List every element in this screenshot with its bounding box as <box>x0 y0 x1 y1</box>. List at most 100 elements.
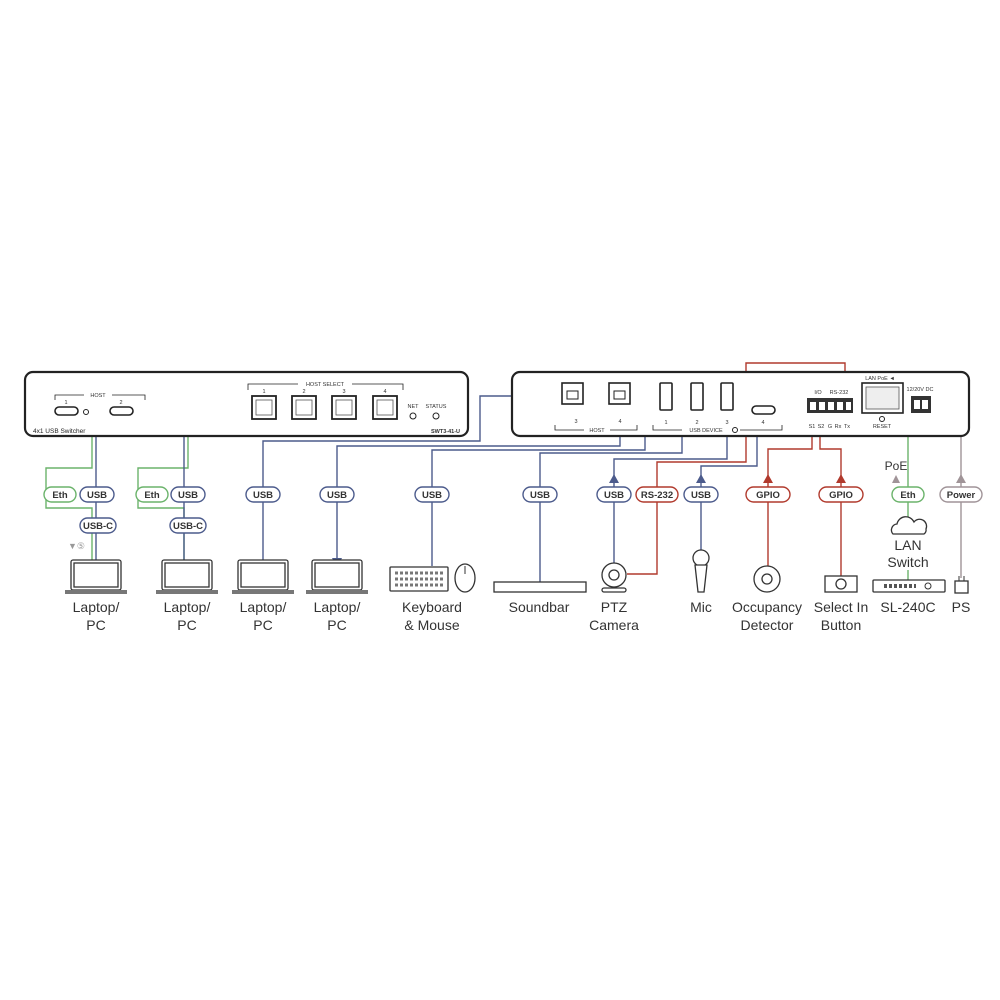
device-label: PC <box>177 617 196 633</box>
host-label: HOST <box>589 428 605 434</box>
badge-usb-3: USB <box>245 486 281 503</box>
port-label: 2 <box>119 400 122 406</box>
rear-panel: 3 4 HOST 1 2 3 4 USB DEVICE I/O RS-232 S… <box>510 370 971 438</box>
usb-b-host-port-4 <box>608 382 631 405</box>
lan-poe-label: LAN PoE ◄ <box>865 376 895 382</box>
button-label: 1 <box>262 389 265 395</box>
io-label: I/O <box>814 390 822 396</box>
power-icon <box>732 427 738 433</box>
svg-text:USB: USB <box>253 490 273 501</box>
button-label: 3 <box>342 389 345 395</box>
usb-a-device-port-2 <box>690 382 704 411</box>
laptop-icon <box>306 559 368 594</box>
device-label: PTZ <box>601 599 628 615</box>
device-label: Detector <box>741 617 794 633</box>
svg-text:Eth: Eth <box>52 490 68 501</box>
svg-text:USB: USB <box>422 490 442 501</box>
device-label: Occupancy <box>732 599 802 615</box>
status-led <box>432 412 440 420</box>
badge-usb-soundbar: USB <box>522 486 558 503</box>
poe-arrow-icon <box>892 475 900 483</box>
gpio-line-occupancy <box>767 428 813 570</box>
host-select-button-4[interactable] <box>372 395 398 420</box>
svg-text:RS-232: RS-232 <box>641 490 673 501</box>
laptop-icon <box>65 559 127 594</box>
power-delivery-icon: ▼⑤ <box>68 541 85 551</box>
svg-text:GPIO: GPIO <box>756 490 780 501</box>
network-switch-icon <box>872 579 946 593</box>
laptop-icon <box>232 559 294 594</box>
microphone-icon <box>692 549 710 593</box>
device-label: Laptop/ <box>164 599 211 615</box>
usb-c-port-1 <box>54 406 79 416</box>
badge-usbc-2: USB-C <box>169 517 207 534</box>
device-label: & Mouse <box>404 617 459 633</box>
pin-label: Rx <box>835 424 842 430</box>
device-label: Laptop/ <box>240 599 287 615</box>
arrow-up-icon <box>836 474 846 483</box>
badge-usb-mic: USB <box>683 486 719 503</box>
host-select-button-2[interactable] <box>291 395 317 420</box>
badge-gpio-2: GPIO <box>818 486 864 503</box>
rs232-line <box>627 362 846 575</box>
host-select-button-3[interactable] <box>331 395 357 420</box>
badge-power: Power <box>939 486 983 503</box>
reset-button[interactable] <box>879 416 885 422</box>
mouse-icon <box>454 563 476 593</box>
status-label: STATUS <box>426 404 447 410</box>
arrow-up-icon <box>956 474 966 483</box>
badge-usb-keyboard: USB <box>414 486 450 503</box>
svg-text:Eth: Eth <box>144 490 160 501</box>
button-label: 2 <box>302 389 305 395</box>
model-label: SWT3-41-U <box>431 429 460 435</box>
power-icon <box>83 409 89 415</box>
device-label: Soundbar <box>509 599 570 615</box>
port-label: 4 <box>618 419 621 425</box>
port-label: 3 <box>574 419 577 425</box>
usb-b-host-port-3 <box>561 382 584 405</box>
usb-c-port-2 <box>109 406 134 416</box>
device-label: PS <box>952 599 971 615</box>
usb-device-label: USB DEVICE <box>689 428 723 434</box>
device-label: Laptop/ <box>314 599 361 615</box>
pin-label: G <box>828 424 832 430</box>
device-label: Select In <box>814 599 868 615</box>
pin-label: S1 <box>809 424 816 430</box>
arrow-up-icon <box>696 474 706 483</box>
usb-a-device-port-1 <box>659 382 673 411</box>
badge-usb-4: USB <box>319 486 355 503</box>
occupancy-sensor-icon <box>753 565 781 593</box>
badge-eth-lan: Eth <box>891 486 925 503</box>
device-label: PC <box>327 617 346 633</box>
pin-label: S2 <box>818 424 825 430</box>
pin-label: Tx <box>844 424 850 430</box>
svg-text:Power: Power <box>947 490 976 501</box>
arrow-up-icon <box>763 474 773 483</box>
svg-text:USB: USB <box>530 490 550 501</box>
usb-line-mic <box>700 413 758 552</box>
svg-text:USB: USB <box>327 490 347 501</box>
device-icons: LAN Switch <box>65 516 969 594</box>
badge-usb-2: USB <box>170 486 206 503</box>
svg-text:GPIO: GPIO <box>829 490 853 501</box>
power-input-label: 12/20V DC <box>907 387 934 393</box>
button-label: 4 <box>383 389 386 395</box>
device-label: Mic <box>690 599 712 615</box>
port-label: 4 <box>761 420 764 426</box>
host-select-label: HOST SELECT <box>306 382 345 388</box>
svg-text:USB-C: USB-C <box>173 521 203 532</box>
device-label: Laptop/ <box>73 599 120 615</box>
host-select-buttons: 1 2 3 4 <box>251 389 398 420</box>
arrow-up-icon <box>609 474 619 483</box>
device-label: SL-240C <box>880 599 935 615</box>
lan-label: LAN <box>894 537 921 553</box>
host-select-button-1[interactable] <box>251 395 277 420</box>
badge-rs232: RS-232 <box>635 486 679 503</box>
soundbar-icon <box>493 581 587 593</box>
front-panel: HOST 1 2 4x1 USB Switcher HOST SELECT 1 … <box>23 370 470 438</box>
host-label: HOST <box>90 393 106 399</box>
camera-icon <box>601 562 627 593</box>
device-labels: Laptop/ PC Laptop/ PC Laptop/ PC Laptop/… <box>73 599 971 633</box>
usb-c-device-port-4 <box>751 405 776 415</box>
